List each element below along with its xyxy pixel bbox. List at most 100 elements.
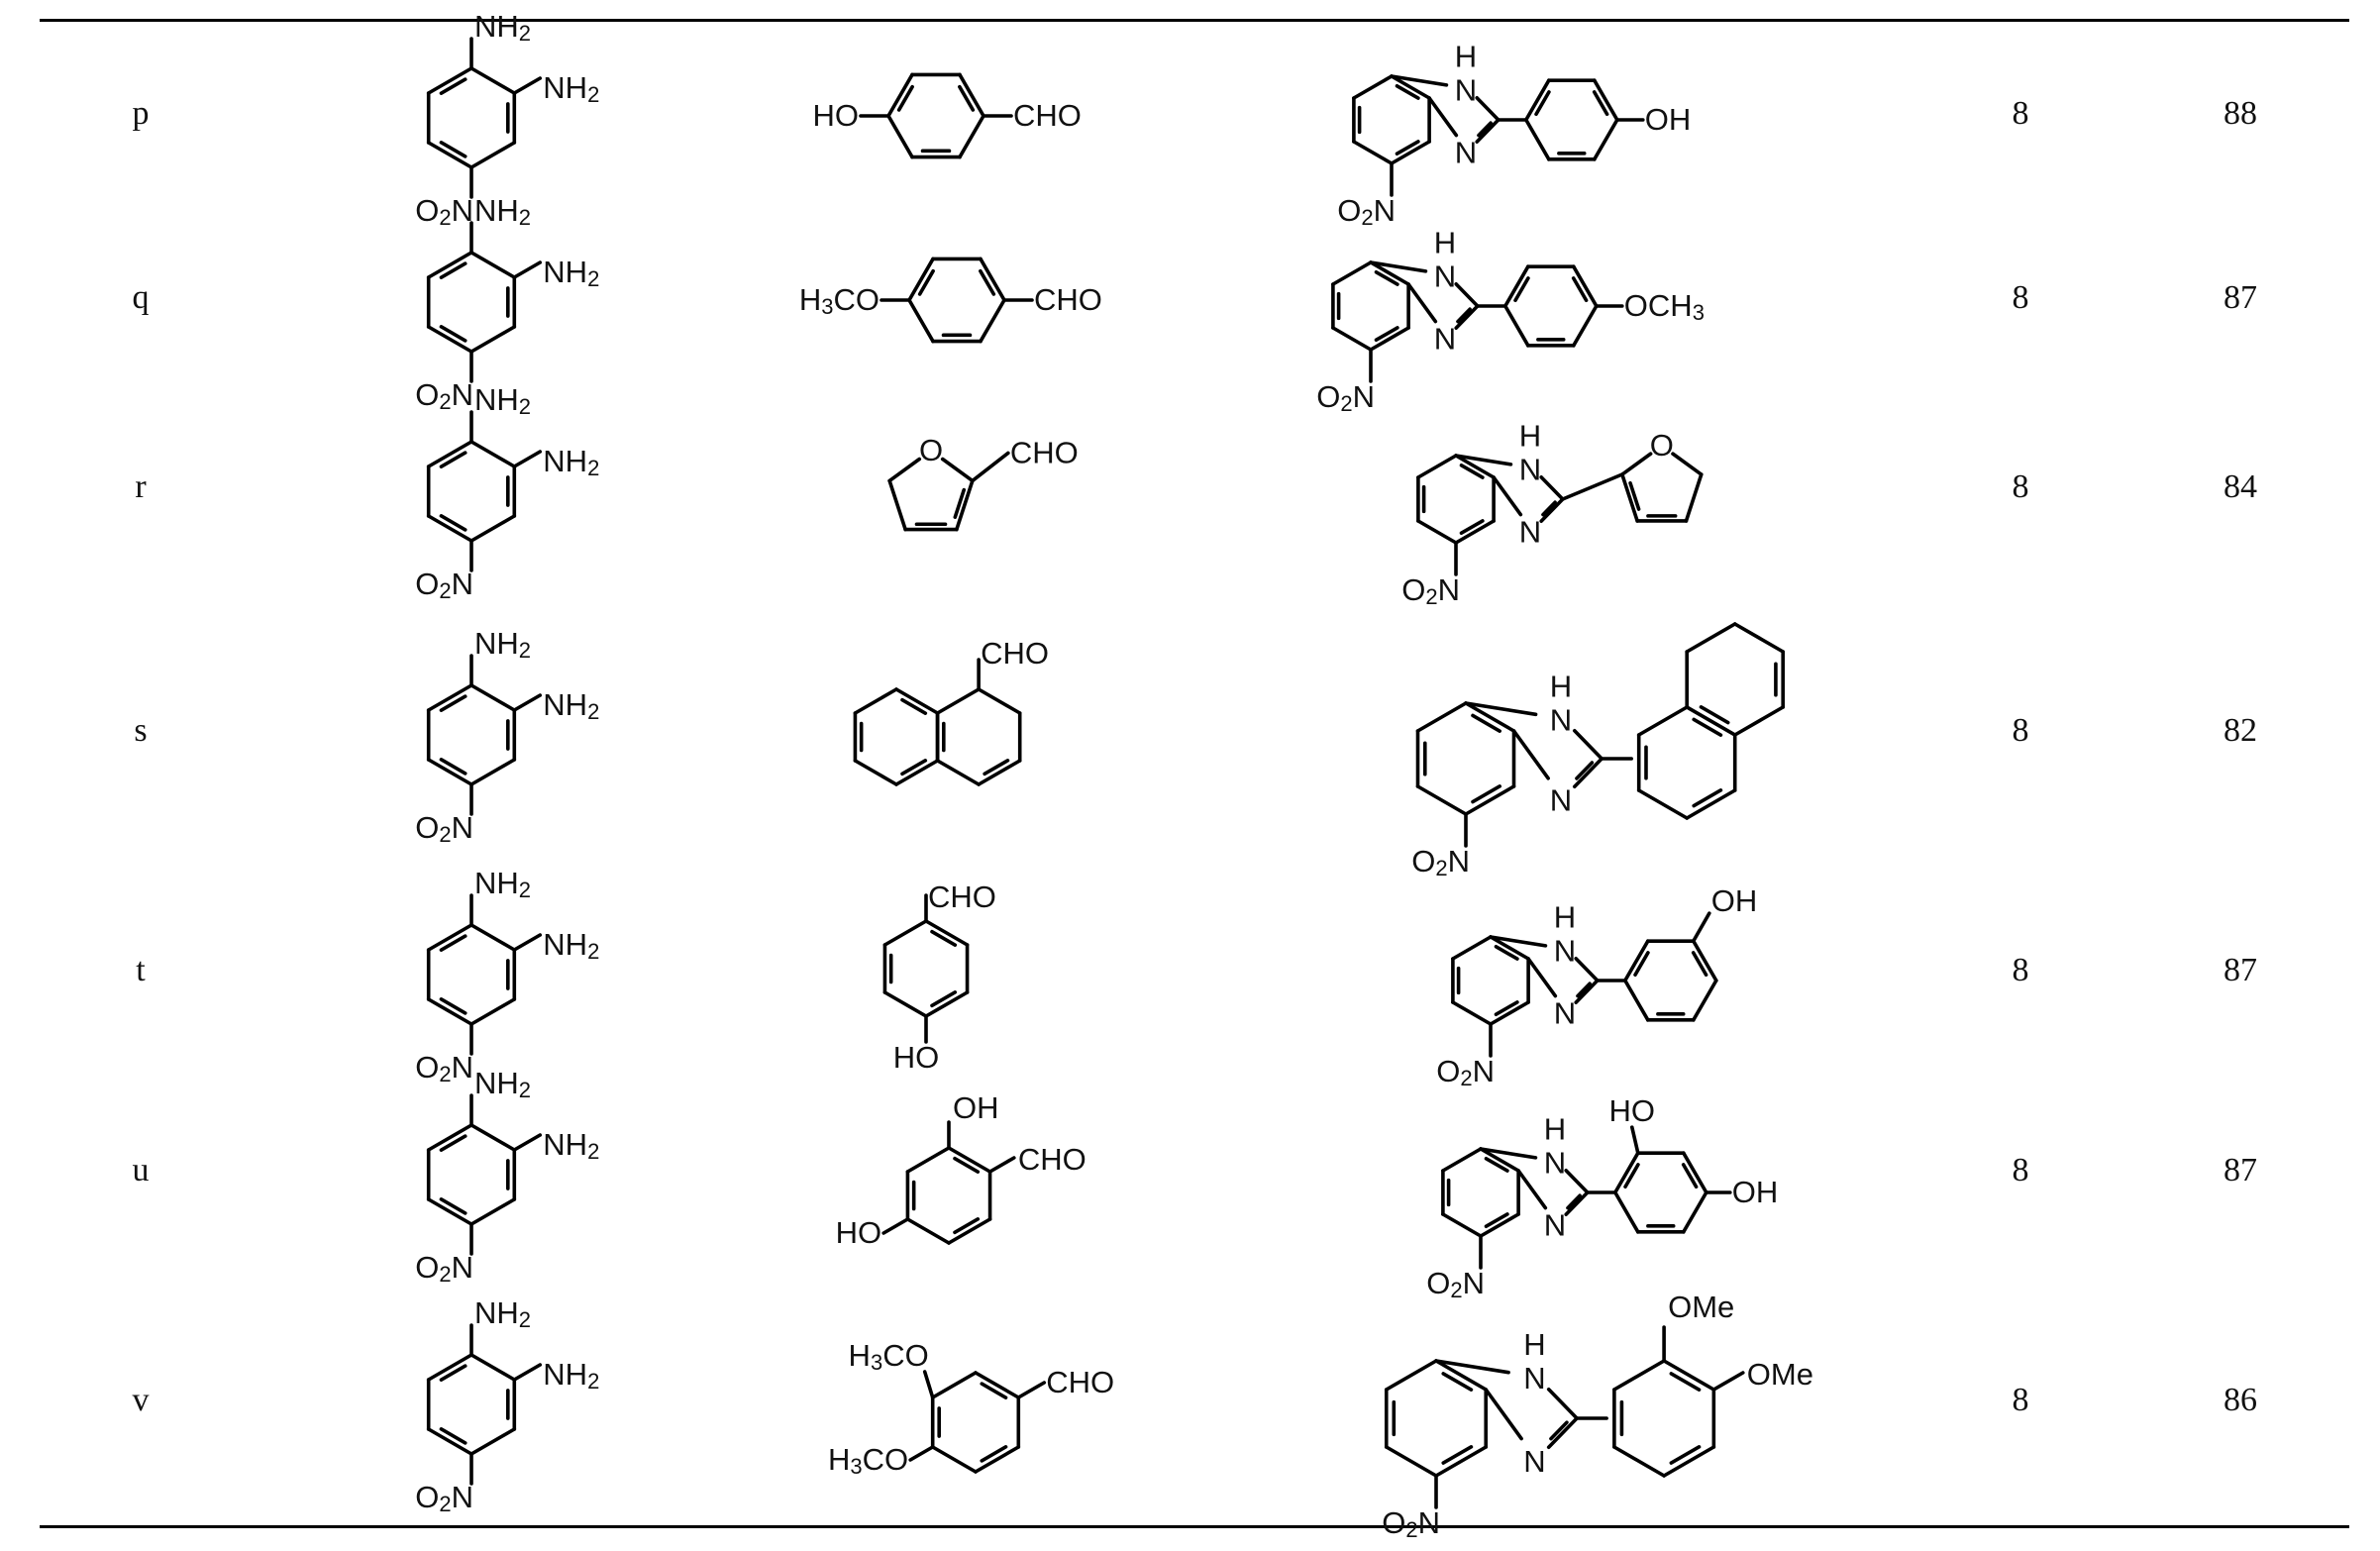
ring-bond	[1416, 454, 1458, 479]
ring-bond	[1685, 788, 1737, 820]
time-value: 8	[2013, 279, 2029, 316]
ring-double-bond	[1575, 761, 1595, 780]
time-value: 8	[2013, 468, 2029, 505]
furan-ring: O	[887, 433, 975, 532]
nitrogen-label: N	[1519, 453, 1541, 487]
ring-bond	[882, 919, 928, 947]
entry-label: v	[133, 1382, 150, 1418]
nitrogen-label: N	[1434, 259, 1456, 294]
imidazole-ring: NHN	[1434, 1327, 1579, 1479]
ring-bond	[1434, 1445, 1489, 1478]
ring-double-bond	[980, 1382, 1008, 1399]
bond	[1671, 452, 1704, 476]
ring-bond	[1524, 118, 1551, 161]
ring-bond	[469, 440, 517, 468]
ring-double-bond	[980, 1445, 1008, 1463]
ring-double-bond	[439, 325, 467, 343]
ring-double-bond	[1374, 269, 1399, 286]
nitrogen-label: N	[1550, 703, 1572, 738]
bond	[1564, 1169, 1590, 1194]
aldehyde-label: CHO	[1013, 98, 1082, 133]
bond	[1630, 1125, 1640, 1155]
benzene-ring	[426, 683, 517, 786]
bond	[1492, 475, 1523, 517]
ring-bond	[1685, 705, 1737, 737]
ring-bond	[930, 1371, 978, 1399]
hydrogen-label: H	[1434, 226, 1456, 260]
ring-double-bond	[1494, 944, 1519, 961]
ring-bond	[469, 1123, 517, 1152]
ring-bond	[853, 687, 898, 715]
ring-bond	[1331, 326, 1373, 352]
ring-bond	[1434, 1359, 1489, 1392]
yield-value: 88	[2224, 95, 2257, 132]
ring-bond	[1489, 935, 1530, 961]
bond	[1561, 472, 1624, 501]
ring-double-bond	[1441, 1445, 1474, 1465]
hydroxyl-label: OH	[1732, 1175, 1779, 1209]
hydrogen-label: H	[1544, 1112, 1566, 1147]
ring-double-bond	[1549, 1420, 1569, 1441]
benzene-ring	[426, 923, 517, 1026]
bond	[1511, 729, 1550, 780]
ring-bond	[426, 683, 473, 712]
ring-double-bond	[1681, 1163, 1699, 1189]
ring-bond	[1685, 622, 1737, 654]
nitrogen-label: N	[1519, 515, 1541, 550]
ring-bond	[1613, 1190, 1640, 1234]
nitro-label: O2N	[415, 810, 473, 847]
bond	[1390, 74, 1449, 87]
bond	[1539, 475, 1565, 501]
ring-bond	[1415, 701, 1468, 733]
ring-bond	[426, 1427, 473, 1456]
benzene-ring	[426, 66, 517, 169]
ring-bond	[1524, 78, 1551, 122]
ring-bond	[1390, 74, 1431, 100]
ring-double-bond	[930, 990, 958, 1008]
aldehyde-label: CHO	[928, 879, 996, 914]
ring-double-bond	[1374, 326, 1399, 343]
aldehyde-label: CHO	[1010, 436, 1079, 470]
bond	[1475, 118, 1500, 144]
ring-bond	[886, 72, 914, 118]
substituent-label: OH	[1645, 102, 1692, 137]
bond	[922, 1370, 935, 1399]
ring-bond	[469, 325, 517, 354]
ring-double-bond	[1623, 1163, 1640, 1189]
imidazole-ring: NHN	[1489, 900, 1600, 1031]
ring-bond	[426, 440, 473, 468]
time-value: 8	[2013, 712, 2029, 749]
benzene-ring	[426, 440, 517, 543]
entry-label: t	[136, 952, 146, 988]
aldehyde-structure: O CHO	[887, 433, 1079, 532]
ring-double-bond	[439, 1364, 467, 1382]
amine-label: NH2	[543, 70, 599, 107]
bond	[1454, 454, 1513, 466]
bond	[512, 260, 543, 279]
ring-bond	[1662, 1445, 1716, 1478]
methoxy-label: OMe	[1668, 1290, 1734, 1324]
ring-double-bond	[1633, 951, 1650, 978]
ring-double-bond	[439, 1427, 467, 1445]
hydroxyl-label: HO	[893, 1040, 940, 1075]
ring-bond	[1662, 1359, 1716, 1392]
benzo-ring	[1331, 260, 1410, 352]
ring-bond	[905, 1217, 951, 1245]
nitrogen-label: N	[1434, 322, 1456, 357]
amine-label: NH2	[474, 1295, 531, 1332]
entry-label: u	[133, 1152, 150, 1189]
aldehyde-label: CHO	[981, 636, 1049, 671]
bond	[1620, 472, 1639, 523]
nitro-label: O2N	[1426, 1266, 1485, 1302]
amine-label: NH2	[543, 687, 599, 724]
ring-double-bond	[439, 141, 467, 158]
aldehyde-label: CHO	[1018, 1142, 1087, 1177]
ring-double-bond	[439, 1134, 467, 1152]
ring-bond	[1612, 1359, 1666, 1392]
ring-double-bond	[917, 268, 935, 296]
